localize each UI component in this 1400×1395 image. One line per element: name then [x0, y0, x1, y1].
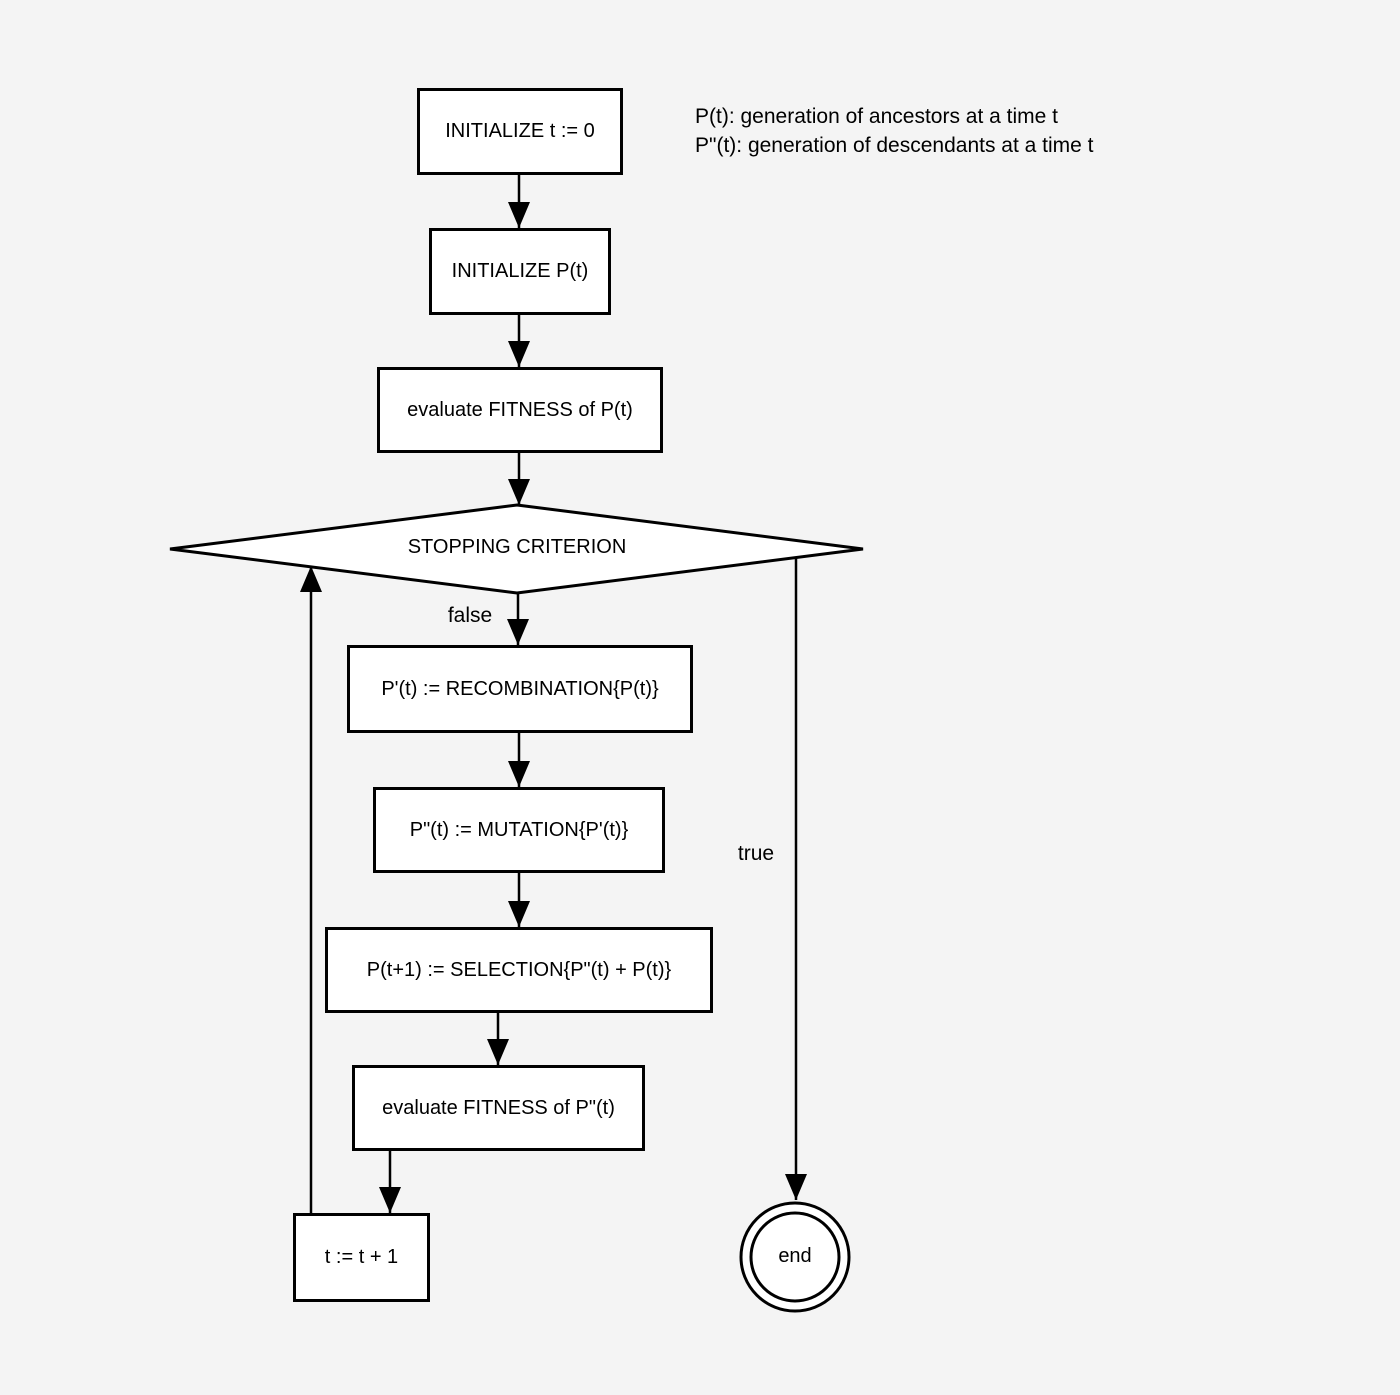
node-t-increment: t := t + 1 [293, 1213, 430, 1302]
end-node-label: end [778, 1245, 812, 1267]
node-initialize-t: INITIALIZE t := 0 [417, 88, 623, 175]
node-recombination-label: P'(t) := RECOMBINATION{P(t)} [381, 677, 659, 700]
node-evaluate-fitness-p2: evaluate FITNESS of P"(t) [352, 1065, 645, 1151]
true-branch-label: true [737, 842, 775, 865]
node-t-increment-label: t := t + 1 [324, 1246, 399, 1268]
node-initialize-p: INITIALIZE P(t) [429, 228, 611, 315]
node-recombination: P'(t) := RECOMBINATION{P(t)} [347, 645, 693, 733]
legend: P(t): generation of ancestors at a time … [695, 102, 1094, 160]
node-evaluate-fitness-p: evaluate FITNESS of P(t) [377, 367, 663, 453]
legend-line-1: P(t): generation of ancestors at a time … [695, 105, 1059, 128]
node-selection-label: P(t+1) := SELECTION{P"(t) + P(t)} [366, 958, 672, 981]
node-selection: P(t+1) := SELECTION{P"(t) + P(t)} [325, 927, 713, 1013]
node-mutation-label: P"(t) := MUTATION{P'(t)} [409, 818, 629, 841]
end-inner-circle [749, 1211, 841, 1303]
legend-line-2: P"(t): generation of descendants at a ti… [695, 134, 1094, 157]
node-evaluate-fitness-p-label: evaluate FITNESS of P(t) [407, 398, 633, 421]
node-initialize-t-label: INITIALIZE t := 0 [445, 120, 595, 142]
stopping-criterion-label: STOPPING CRITERION [407, 536, 627, 558]
node-initialize-p-label: INITIALIZE P(t) [451, 260, 589, 282]
stopping-criterion-diamond-shape [169, 503, 864, 595]
node-evaluate-fitness-p2-label: evaluate FITNESS of P"(t) [382, 1096, 615, 1119]
node-mutation: P"(t) := MUTATION{P'(t)} [373, 787, 665, 873]
false-branch-label: false [447, 604, 493, 627]
